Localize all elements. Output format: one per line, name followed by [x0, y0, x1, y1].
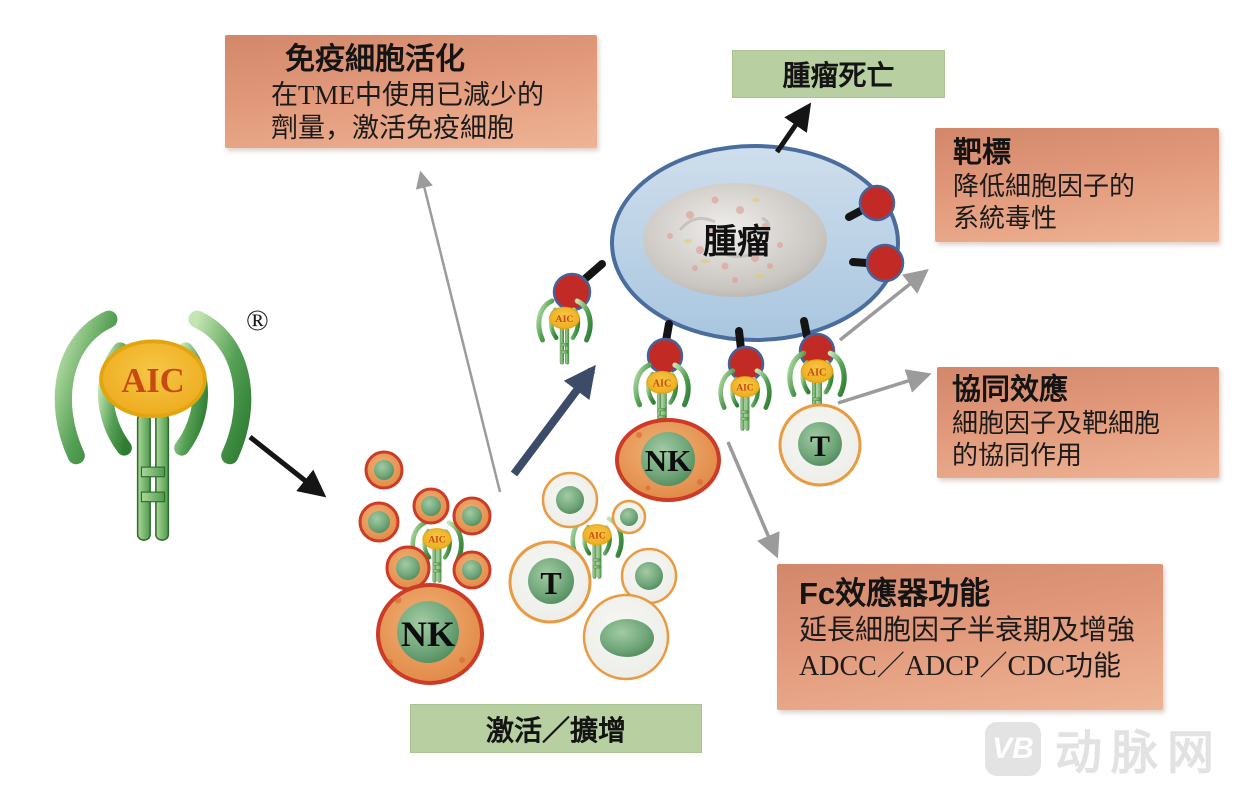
callout-title: 免疫細胞活化 — [285, 43, 465, 76]
callout-text-line: 劑量，激活免疫細胞 — [271, 113, 514, 143]
t-cells: T T — [508, 403, 862, 681]
callout-text-line: 在TME中使用已減少的 — [271, 80, 544, 110]
arrow-logo-to-cells — [248, 435, 327, 498]
callout-title: 靶標 — [953, 137, 1012, 169]
arrow-to-target — [838, 268, 929, 342]
nk-cells: NK NK — [358, 418, 721, 685]
callout-label: 激活／擴增 — [485, 714, 626, 746]
arrow-tumor-to-death — [774, 102, 812, 154]
aic-logo: ® — [63, 304, 269, 540]
callout-target: 靶標 降低細胞因子的 系統毒性 — [935, 128, 1219, 242]
callout-tumor-death: 腫瘤死亡 — [732, 50, 945, 98]
callout-text-line: 降低細胞因子的 — [953, 172, 1136, 201]
arrow-to-synergy — [837, 369, 932, 405]
callout-text-line: 的協同作用 — [952, 441, 1083, 470]
arrow-cells-to-tumor — [510, 364, 596, 477]
antigen-dot — [858, 184, 896, 222]
callout-title: Fc效應器功能 — [799, 576, 991, 611]
tumor-label: 腫瘤 — [703, 223, 771, 261]
t-cell-label: T — [810, 430, 830, 463]
antigen-dot — [865, 243, 905, 283]
callout-text-line: 延長細胞因子半衰期及增強 — [799, 615, 1136, 646]
watermark-vb-logo-icon: VB — [985, 721, 1041, 776]
watermark: VB 动脉网 — [985, 714, 1223, 783]
tumor-antigens — [552, 184, 905, 383]
callout-text-line: ADCC／ADCP／CDC功能 — [799, 651, 1122, 682]
nk-cell-label: NK — [645, 443, 692, 478]
callout-text-line: 細胞因子及靶細胞 — [952, 409, 1161, 438]
tumor-cell: 腫瘤 — [610, 144, 900, 342]
callout-fc-effector: Fc效應器功能 延長細胞因子半衰期及增強 ADCC／ADCP／CDC功能 — [777, 564, 1163, 710]
tumor-nucleus-speckles — [667, 196, 783, 283]
arrow-to-fc — [726, 441, 780, 559]
watermark-text: 动脉网 — [1055, 726, 1223, 779]
flow-arrows — [248, 102, 932, 559]
antigen-dot — [727, 345, 765, 383]
registered-mark: ® — [246, 304, 269, 337]
t-cell-label: T — [540, 565, 561, 601]
callout-text-line: 系統毒性 — [953, 204, 1058, 233]
callout-immune-activation: 免疫細胞活化 在TME中使用已減少的 劑量，激活免疫細胞 — [225, 35, 597, 148]
arrow-to-immune-activation — [415, 170, 502, 493]
callout-synergy: 協同效應 細胞因子及靶細胞 的協同作用 — [937, 367, 1219, 478]
nk-cell-label: NK — [401, 614, 455, 654]
callout-label: 腫瘤死亡 — [782, 60, 895, 91]
callout-title: 協同效應 — [952, 374, 1069, 406]
callout-activation-expansion: 激活／擴增 — [410, 704, 702, 753]
